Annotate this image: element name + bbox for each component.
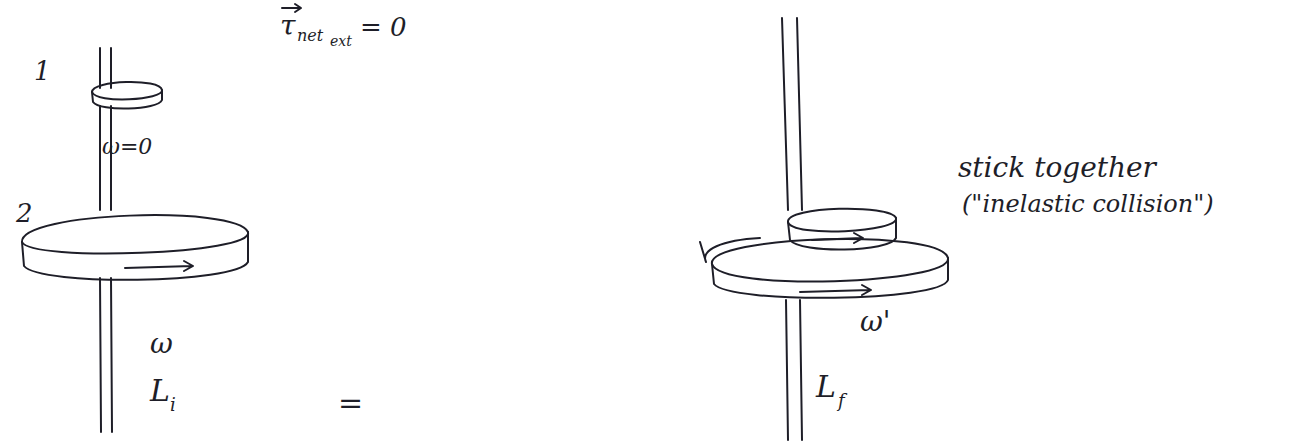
rotation-arrow (812, 233, 863, 243)
angular-velocity: ω=0 (102, 136, 152, 158)
disc (788, 209, 896, 232)
callout-number: 2 (16, 200, 33, 226)
angular-velocity: ω' (860, 308, 891, 336)
note: ("inelastic collision") (962, 192, 1214, 216)
disc (22, 215, 248, 253)
axle (100, 48, 111, 88)
axle (100, 106, 111, 210)
subscript: i (170, 396, 176, 414)
vector-arrow (282, 4, 301, 12)
angular-velocity: ω (150, 330, 173, 358)
note: stick together (958, 154, 1156, 182)
disc-rim (712, 258, 948, 298)
axle (786, 300, 802, 440)
subscript: f (838, 392, 845, 410)
disc-rim (788, 218, 896, 250)
equals-sign: = (338, 388, 363, 418)
rotation-arrow (800, 285, 871, 295)
disc (712, 239, 948, 282)
axle (782, 18, 802, 210)
rotation-arrow (700, 238, 760, 262)
axle (100, 278, 112, 432)
subscript: ext (330, 34, 352, 48)
vector-symbol: τ (280, 12, 296, 40)
disc (92, 82, 162, 99)
momentum-symbol: L (816, 372, 836, 402)
subscript: net (297, 28, 323, 44)
momentum-symbol: L (150, 376, 170, 406)
disc-rim (22, 232, 248, 280)
disc-rim (92, 90, 162, 109)
rotation-arrow (125, 261, 193, 271)
equation: = 0 (360, 14, 407, 40)
callout-number: 1 (34, 58, 51, 84)
